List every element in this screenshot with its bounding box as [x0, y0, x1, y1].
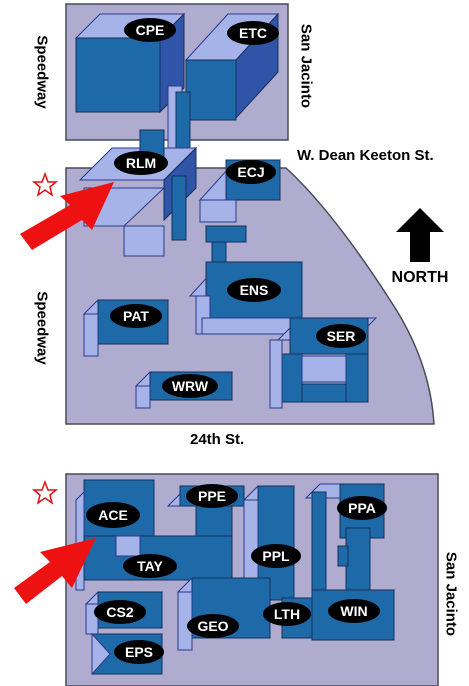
street-dean-keeton: W. Dean Keeton St. [297, 147, 434, 164]
label-etc-text: ETC [239, 25, 267, 41]
label-ppl-text: PPL [262, 548, 290, 564]
label-geo[interactable]: GEO [187, 614, 239, 638]
street-speedway-top: Speedway [34, 35, 51, 109]
label-ser[interactable]: SER [316, 324, 366, 348]
building-rlm-shape [78, 129, 198, 257]
label-tay[interactable]: TAY [123, 554, 177, 578]
label-cs2-text: CS2 [106, 604, 133, 620]
red-arrow-icon-2 [14, 538, 96, 604]
label-ace[interactable]: ACE [86, 502, 140, 528]
label-ppa[interactable]: PPA [337, 496, 387, 520]
label-ppa-text: PPA [348, 500, 376, 516]
label-lth[interactable]: LTH [263, 602, 311, 626]
label-ecj[interactable]: ECJ [226, 160, 276, 184]
label-wrw-text: WRW [172, 378, 209, 394]
north-label: NORTH [392, 269, 449, 286]
red-arrow-icon-1 [20, 182, 114, 250]
label-win-text: WIN [340, 603, 367, 619]
label-wrw[interactable]: WRW [162, 374, 218, 398]
street-speedway-mid: Speedway [34, 291, 51, 365]
label-etc[interactable]: ETC [227, 21, 279, 45]
label-win[interactable]: WIN [328, 599, 380, 623]
label-cs2[interactable]: CS2 [94, 600, 146, 624]
label-pat-text: PAT [123, 308, 149, 324]
location-star-icon-1 [31, 171, 59, 197]
north-arrow-icon [396, 208, 444, 262]
label-ppe-text: PPE [198, 488, 226, 504]
label-ace-text: ACE [98, 507, 128, 523]
label-eps-text: EPS [125, 644, 153, 660]
label-cpe[interactable]: CPE [124, 18, 176, 42]
label-eps[interactable]: EPS [114, 640, 164, 664]
label-ecj-text: ECJ [237, 164, 264, 180]
label-ppl[interactable]: PPL [251, 544, 301, 568]
label-pat[interactable]: PAT [110, 304, 162, 328]
label-cpe-text: CPE [136, 22, 165, 38]
label-ens-text: ENS [240, 282, 269, 298]
label-rlm[interactable]: RLM [114, 151, 168, 175]
label-ppe[interactable]: PPE [186, 484, 238, 508]
label-rlm-text: RLM [126, 155, 156, 171]
label-geo-text: GEO [197, 618, 228, 634]
location-star-icon-2 [31, 479, 59, 505]
label-ens[interactable]: ENS [227, 278, 281, 302]
street-san-jacinto-top: San Jacinto [298, 24, 315, 108]
label-lth-text: LTH [274, 606, 300, 622]
label-tay-text: TAY [137, 558, 163, 574]
street-san-jacinto-bottom: San Jacinto [443, 552, 460, 636]
street-24th: 24th St. [190, 431, 244, 448]
label-ser-text: SER [327, 328, 356, 344]
